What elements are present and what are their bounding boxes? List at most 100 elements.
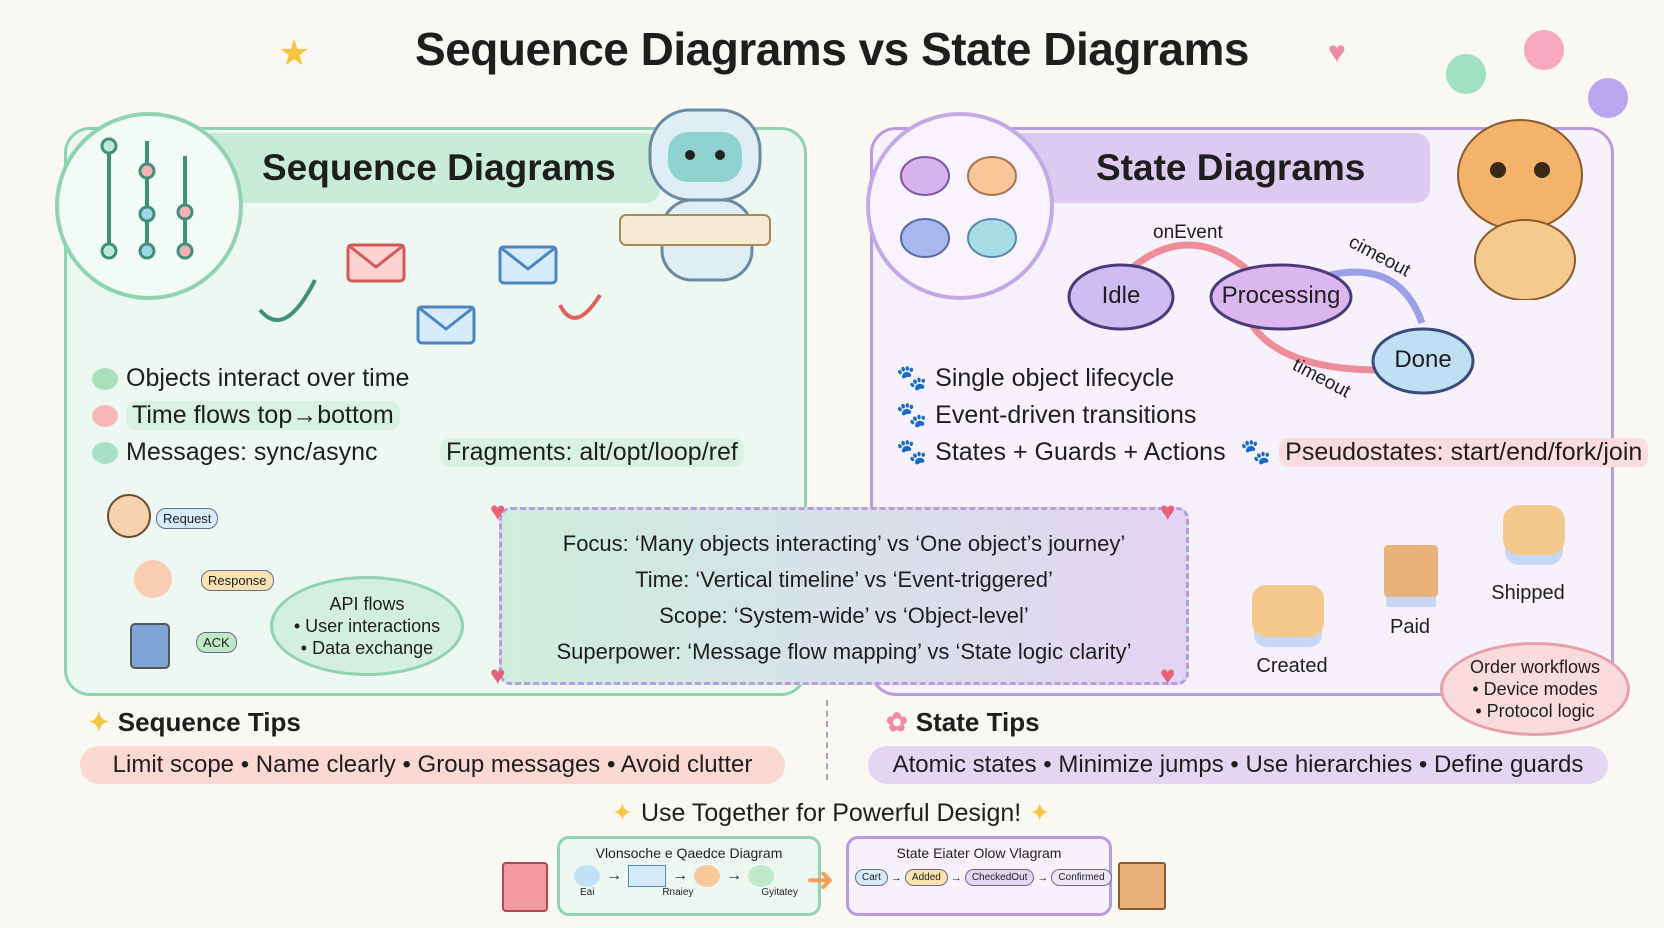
- sequence-tips-heading: ✦Sequence Tips: [88, 707, 301, 738]
- pseudostates-text: Pseudostates: start/end/fork/join: [1279, 438, 1649, 467]
- state-heading: State Diagrams: [1010, 133, 1430, 203]
- mini-label: Gyitatey: [761, 887, 798, 898]
- state-tips: Atomic states • Minimize jumps • Use hie…: [868, 746, 1608, 784]
- comparison-box: Focus: ‘Many objects interacting’ vs ‘On…: [499, 507, 1189, 685]
- mini-title: Vlonsoche e Qaedce Diagram: [595, 845, 783, 861]
- sequence-uses-bubble: API flows • User interactions • Data exc…: [270, 576, 464, 676]
- green-face-icon: [92, 367, 118, 390]
- star-icon: ★: [278, 32, 311, 73]
- bullet-text: Single object lifecycle: [935, 364, 1175, 392]
- order-state-paid: Paid: [1389, 616, 1431, 638]
- use-item: • User interactions: [293, 616, 441, 636]
- shopping-bag-icon: [502, 862, 548, 912]
- pseudostates-note: 🐾Pseudostates: start/end/fork/join: [1240, 438, 1649, 467]
- heart-icon: ♥: [1328, 36, 1346, 69]
- paw-icon: 🐾: [896, 401, 928, 429]
- green-chat-icon: [92, 441, 118, 464]
- state-bullet: 🐾States + Guards + Actions: [896, 438, 1226, 467]
- message-envelopes-illustration: [258, 243, 602, 345]
- heart-icon: ♥: [490, 496, 506, 526]
- response-message: Response: [201, 570, 274, 591]
- state-processing: Processing: [1221, 282, 1341, 309]
- fragments-note: Fragments: alt/opt/loop/ref: [440, 438, 744, 467]
- mini-state-chip: CheckedOut: [964, 869, 1035, 886]
- use-item: • Device modes: [1472, 679, 1598, 699]
- bullet-text: Objects interact over time: [126, 364, 410, 392]
- sparkle-icon: ✦: [612, 799, 633, 827]
- heart-icon: ♥: [1160, 660, 1176, 690]
- mini-sequence-diagram: Vlonsoche e Qaedce Diagram → → → Eai Rna…: [557, 836, 821, 916]
- fragments-text: Fragments: alt/opt/loop/ref: [440, 438, 744, 467]
- together-heading: ✦Use Together for Powerful Design!✦: [612, 798, 1050, 828]
- state-machine-diagram: [1067, 241, 1475, 395]
- paw-icon: 🐾: [1240, 438, 1272, 466]
- sequence-tips: Limit scope • Name clearly • Group messa…: [80, 746, 785, 784]
- mini-state-chip: Cart: [855, 869, 888, 886]
- mini-label: Eai: [580, 887, 595, 898]
- mini-state-chip: Confirmed: [1051, 869, 1112, 886]
- sequence-bullet: Time flows top→bottom: [92, 401, 400, 430]
- state-node: [1371, 327, 1475, 395]
- heart-icon: ♥: [1160, 496, 1176, 526]
- server-icon: [130, 623, 170, 669]
- sparkle-icon: ✦: [1029, 799, 1051, 827]
- shipped-character: [1503, 505, 1565, 555]
- state-done: Done: [1394, 346, 1452, 373]
- rainbow-arrow-icon: ➜: [806, 861, 835, 899]
- sequence-heading: Sequence Diagrams: [200, 133, 660, 203]
- state-idle: Idle: [1101, 282, 1141, 309]
- tips-heading-text: Sequence Tips: [117, 707, 301, 737]
- state-tips-heading: ✿State Tips: [886, 707, 1040, 738]
- sequence-bullet: Objects interact over time: [92, 364, 409, 393]
- mini-label: Rnaiey: [662, 887, 694, 898]
- bullet-text: Messages: sync/async: [126, 438, 378, 466]
- face-icon: [574, 865, 600, 887]
- heart-icon: ♥: [490, 660, 506, 690]
- face-icon: [694, 865, 720, 887]
- pink-face-icon: [92, 404, 118, 427]
- face-icon: [748, 865, 774, 887]
- state-node: [1209, 263, 1353, 331]
- use-item: • Data exchange: [300, 638, 434, 658]
- sequence-bullet: Messages: sync/async: [92, 438, 378, 467]
- person-avatar: [107, 494, 151, 538]
- flower-icon: ✿: [886, 707, 908, 737]
- created-character: [1252, 585, 1324, 637]
- use-item: Order workflows: [1469, 657, 1601, 677]
- sparkle-icon: ✦: [88, 707, 110, 737]
- together-heading-text: Use Together for Powerful Design!: [640, 798, 1022, 827]
- request-message: Request: [156, 508, 219, 529]
- divider-squiggle: [826, 700, 828, 780]
- envelope-icon: [628, 865, 666, 887]
- bullet-text: Event-driven transitions: [935, 401, 1197, 429]
- comparison-line: Scope: ‘System-wide’ vs ‘Object-level’: [659, 603, 1029, 628]
- use-item: • Protocol logic: [1475, 701, 1595, 721]
- cat-illustration: [1446, 30, 1628, 300]
- robot-illustration: [619, 108, 771, 282]
- order-state-shipped: Shipped: [1491, 582, 1565, 604]
- ack-message: ACK: [196, 632, 237, 653]
- mini-state-diagram: State Eiater Olow Vlagram Cart→ Added→ C…: [846, 836, 1112, 916]
- state-node: [1067, 263, 1175, 331]
- state-bullet: 🐾Single object lifecycle: [896, 364, 1174, 393]
- mini-title: State Eiater Olow Vlagram: [896, 845, 1062, 861]
- package-icon: [1118, 862, 1166, 910]
- state-uses-bubble: Order workflows • Device modes • Protoco…: [1440, 642, 1630, 736]
- comparison-line: Focus: ‘Many objects interacting’ vs ‘On…: [562, 531, 1126, 556]
- person-avatar: [134, 560, 172, 598]
- bullet-text: Time flows top→bottom: [126, 401, 400, 430]
- bullet-text: States + Guards + Actions: [935, 438, 1226, 466]
- paw-icon: 🐾: [896, 438, 928, 466]
- tips-heading-text: State Tips: [915, 707, 1040, 737]
- comparison-line: Superpower: ‘Message flow mapping’ vs ‘S…: [556, 639, 1132, 664]
- comparison-line: Time: ‘Vertical timeline’ vs ‘Event-trig…: [635, 567, 1053, 592]
- transition-label: onEvent: [1153, 222, 1223, 243]
- paid-box-character: [1384, 545, 1438, 597]
- paw-icon: 🐾: [896, 364, 928, 392]
- lifeline-icon: [55, 112, 243, 300]
- order-state-created: Created: [1256, 655, 1328, 677]
- state-bullet: 🐾Event-driven transitions: [896, 401, 1196, 430]
- page-title: Sequence Diagrams vs State Diagrams: [415, 23, 1249, 75]
- use-item: API flows: [329, 594, 405, 614]
- state-cycle-icon: [866, 112, 1054, 300]
